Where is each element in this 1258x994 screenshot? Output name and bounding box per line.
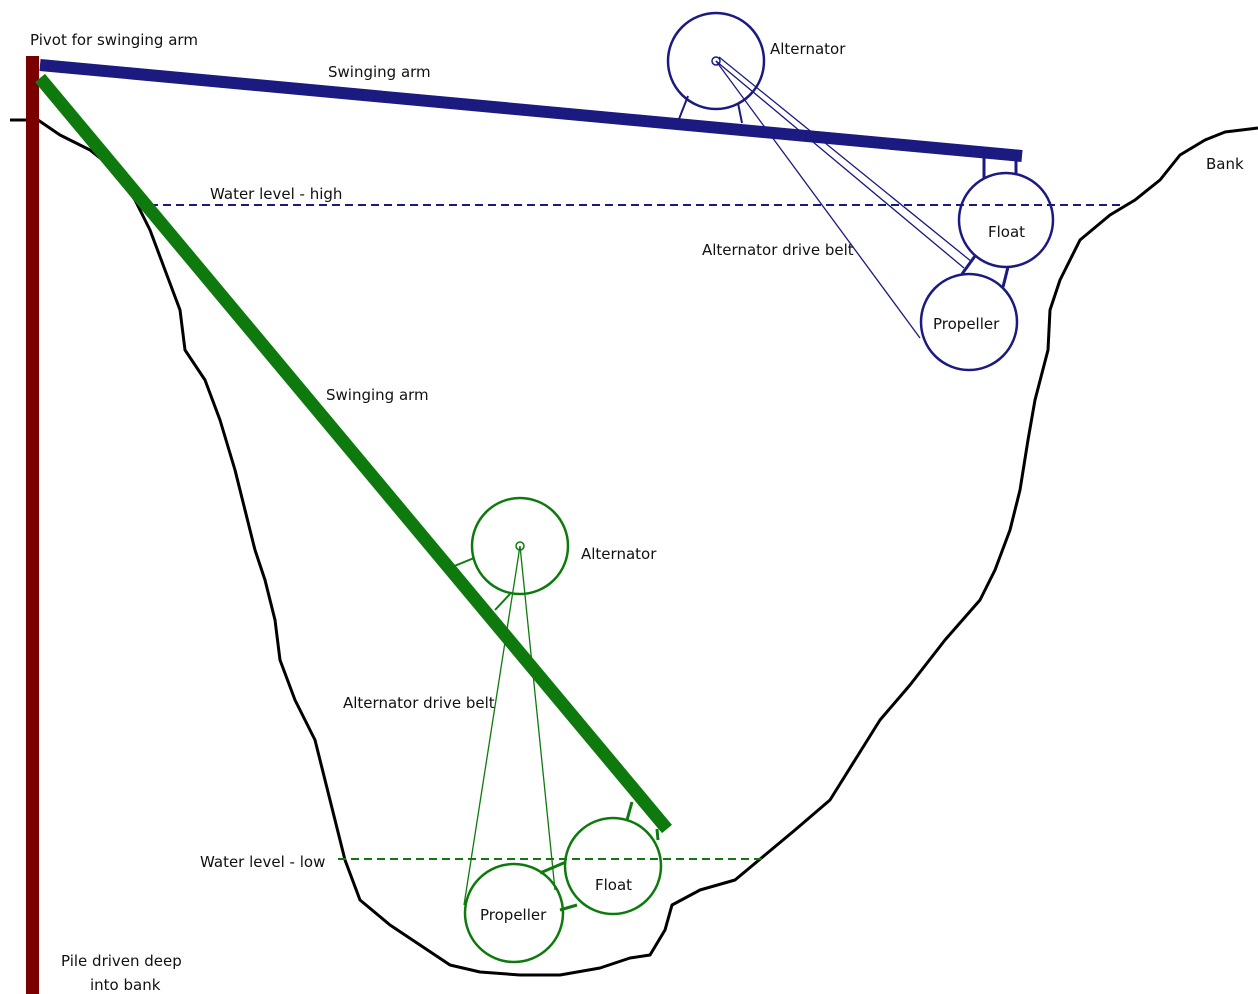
float-high	[957, 171, 1055, 269]
water-level-high-label: Water level - high	[210, 185, 342, 203]
swinging-arm-low	[35, 73, 672, 834]
pile-label-line2: into bank	[90, 976, 161, 994]
float-high-label: Float	[988, 223, 1025, 241]
drive-belt-high-label: Alternator drive belt	[702, 241, 854, 259]
swinging-arm-high-label: Swinging arm	[328, 63, 431, 81]
alternator-high-mount	[678, 95, 689, 120]
alternator-high-label: Alternator	[770, 40, 846, 58]
float-low-label: Float	[595, 876, 632, 894]
propeller-low-link	[539, 860, 567, 875]
swinging-arm-low-label: Swinging arm	[326, 386, 429, 404]
alternator-high-mount	[737, 102, 743, 124]
high-position-assembly	[39, 11, 1055, 372]
alternator-low	[470, 496, 570, 596]
propeller-low	[463, 862, 565, 964]
float-low	[563, 816, 663, 916]
low-position-assembly	[35, 73, 672, 964]
drive-belt-low	[463, 545, 521, 906]
propeller-low-label: Propeller	[480, 906, 547, 924]
swinging-arm-high	[39, 59, 1023, 162]
bank-label: Bank	[1206, 155, 1244, 173]
alternator-low-mount	[451, 557, 475, 568]
pivot-label: Pivot for swinging arm	[30, 31, 198, 49]
drive-belt-high	[715, 60, 921, 339]
pile-label-line1: Pile driven deep	[61, 952, 182, 970]
drive-belt-low	[519, 545, 556, 891]
propeller-high	[919, 272, 1019, 372]
alternator-high	[666, 11, 766, 111]
alternator-low-mount	[494, 593, 511, 611]
water-level-low-label: Water level - low	[200, 853, 325, 871]
float-low-mount	[625, 801, 634, 821]
river-bank-outline	[10, 118, 1258, 977]
alternator-low-label: Alternator	[581, 545, 657, 563]
propeller-high-link	[1001, 266, 1010, 288]
drive-belt-high	[715, 60, 965, 269]
propeller-low-link	[559, 903, 578, 912]
drive-belt-low-label: Alternator drive belt	[343, 694, 495, 712]
propeller-high-label: Propeller	[933, 315, 1000, 333]
propeller-high-link	[960, 255, 977, 275]
drive-belt-high	[718, 56, 973, 263]
float-low-mount	[655, 828, 660, 841]
pile	[26, 56, 39, 994]
